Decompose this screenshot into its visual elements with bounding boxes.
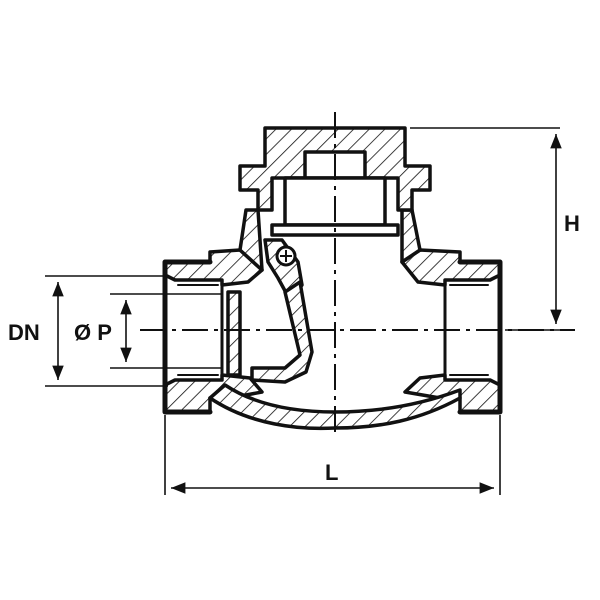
thread-lines bbox=[177, 284, 489, 376]
dimensions bbox=[45, 127, 575, 495]
body-lower-wall bbox=[208, 383, 462, 431]
seat-ring bbox=[226, 290, 242, 377]
height-label: H bbox=[564, 211, 580, 236]
center-lines bbox=[140, 112, 575, 432]
body-outline bbox=[162, 259, 503, 415]
dn-label: DN bbox=[8, 320, 40, 345]
right-end-top-wall bbox=[400, 248, 502, 287]
diameter-p-label: Ø P bbox=[74, 320, 112, 345]
length-label: L bbox=[325, 460, 338, 485]
left-end-top-wall bbox=[163, 248, 264, 287]
check-disc bbox=[250, 280, 314, 384]
disc-assembly bbox=[226, 238, 314, 384]
valve-body bbox=[162, 208, 503, 431]
